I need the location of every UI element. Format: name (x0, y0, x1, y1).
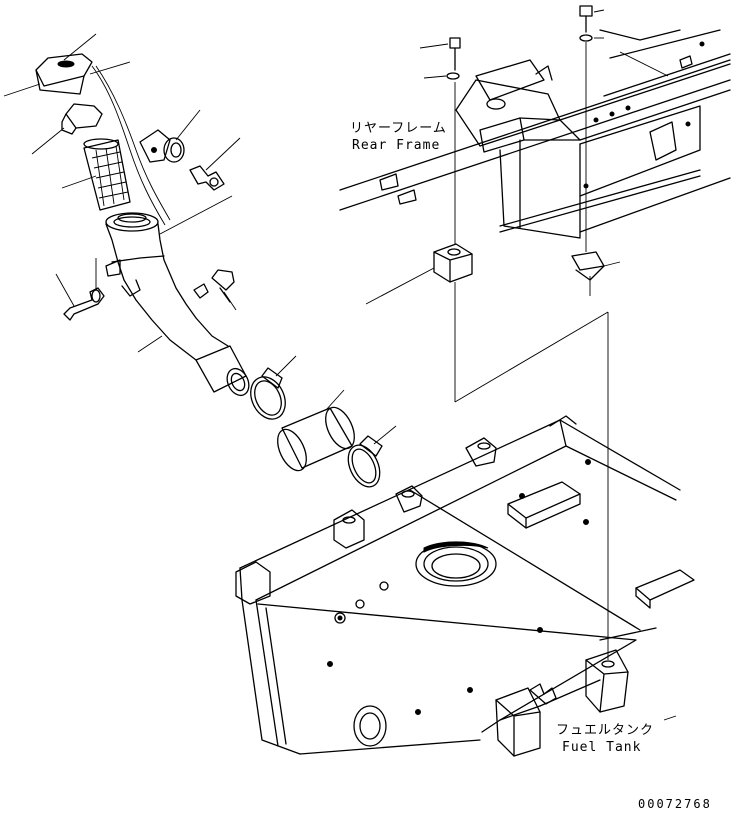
hose-clamp-upper (250, 355, 297, 420)
breather-fitting (189, 137, 241, 191)
fuel-tank-label-en: Fuel Tank (562, 740, 642, 755)
cap-chain (91, 65, 171, 226)
rear-frame-label-jp: リヤーフレーム (350, 121, 447, 136)
fuel-tank (235, 415, 695, 757)
rear-frame (339, 29, 731, 239)
frame-bracket (571, 251, 621, 281)
adapter-ring (31, 103, 103, 155)
upper-bolts (419, 5, 605, 80)
drawing-number: 00072768 (638, 797, 712, 811)
bracket-clip (139, 109, 201, 163)
rubber-mount (365, 243, 473, 305)
hose-clamp-lower (347, 425, 397, 488)
filler-neck-pipe (105, 212, 250, 397)
filler-cap (3, 33, 131, 97)
mounting-bolt (193, 269, 237, 311)
rubber-hose (277, 389, 355, 472)
pipe-bolt (55, 258, 105, 321)
fuel-tank-label-jp: フュエルタンク (556, 723, 655, 738)
strainer-filter (61, 138, 131, 211)
alignment-lines (454, 42, 609, 660)
rear-frame-label-en: Rear Frame (352, 138, 441, 153)
